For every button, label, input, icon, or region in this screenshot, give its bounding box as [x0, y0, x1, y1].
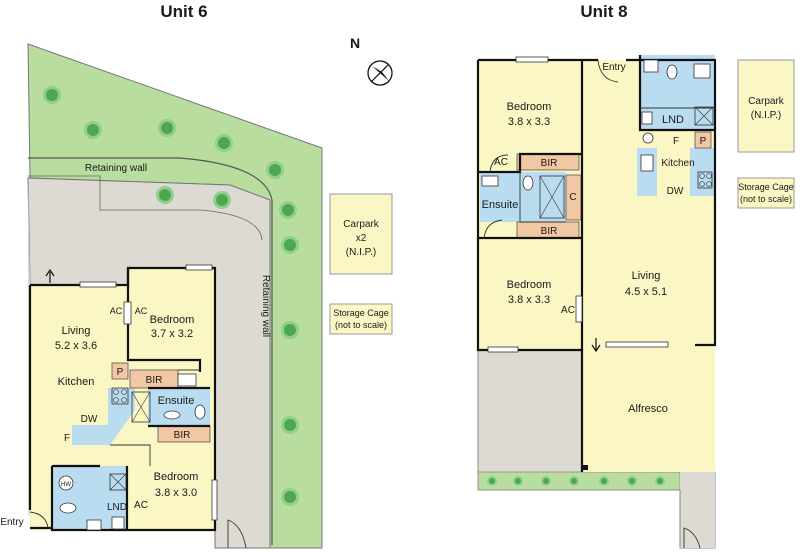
- tree-icon: [281, 488, 299, 506]
- unit6-ac3-label: AC: [134, 500, 148, 511]
- unit8-driveway: [680, 472, 715, 548]
- unit6-laundry-label: LND: [107, 502, 127, 513]
- unit6-fridge-label: F: [64, 433, 70, 444]
- unit8-alfresco: [582, 345, 715, 472]
- unit8-alfresco-label: Alfresco: [628, 403, 668, 415]
- tree-icon: [43, 86, 61, 104]
- unit8-laundry-label: LND: [662, 114, 684, 126]
- unit8-carpark: [737, 59, 795, 153]
- unit6-dw-label: DW: [81, 414, 98, 425]
- unit8-carpark-line1: Carpark: [748, 96, 785, 107]
- unit8-bedroom2-size: 3.8 x 3.3: [508, 294, 550, 306]
- unit6-storage-line2: (not to scale): [335, 320, 387, 330]
- unit6-storage-cage: [329, 303, 393, 335]
- unit8-storage-line2: (not to scale): [740, 194, 792, 204]
- compass-label: N: [350, 35, 360, 51]
- tree-icon: [266, 161, 284, 179]
- unit8-ac1-label: AC: [494, 157, 508, 168]
- tree-icon: [281, 236, 299, 254]
- unit8-plan: [476, 55, 717, 549]
- unit8-carpark-line2: (N.I.P.): [751, 110, 781, 121]
- unit6-pantry-label: P: [117, 367, 124, 378]
- unit6-living-size: 5.2 x 3.6: [55, 340, 97, 352]
- tree-icon: [156, 186, 174, 204]
- tree-icon: [279, 201, 297, 219]
- unit8-title: Unit 8: [580, 2, 627, 21]
- tree-icon: [281, 416, 299, 434]
- unit6-kitchen-bench: [72, 388, 135, 445]
- unit6-ensuite-label: Ensuite: [158, 395, 195, 407]
- unit8-interior: [478, 60, 715, 350]
- unit8-storage-line1: Storage Cage: [738, 182, 794, 192]
- unit6-carpark-line1: Carpark: [343, 219, 380, 230]
- unit6-entry-label: Entry: [0, 517, 23, 528]
- tree-icon: [215, 134, 233, 152]
- unit8-bedroom1-size: 3.8 x 3.3: [508, 116, 550, 128]
- unit8-fridge-label: F: [673, 136, 679, 147]
- tree-icon: [158, 119, 176, 137]
- unit8-living-label: Living: [632, 270, 661, 282]
- unit6-carpark-line2: x2: [356, 233, 367, 244]
- unit6-retaining-wall-side: Retaining wall: [260, 275, 271, 337]
- unit6-ac1-label: AC: [110, 306, 123, 316]
- unit6-ac2-label: AC: [135, 306, 148, 316]
- unit6-title: Unit 6: [160, 2, 207, 21]
- unit6-storage-line1: Storage Cage: [333, 308, 389, 318]
- unit6-bir1-label: BIR: [146, 375, 163, 386]
- unit6-pantry: [111, 362, 129, 380]
- tree-icon: [281, 321, 299, 339]
- unit8-ensuite-label: Ensuite: [482, 199, 519, 211]
- unit8-pantry: [694, 131, 712, 149]
- unit6-bedroom1-size: 3.7 x 3.2: [151, 328, 193, 340]
- unit8-entry-label: Entry: [602, 62, 625, 73]
- unit6-hw-label: HW: [61, 482, 71, 488]
- unit6-plan: [27, 43, 323, 549]
- unit6-bedroom2-label: Bedroom: [154, 471, 199, 483]
- unit8-cupboard-label: C: [569, 192, 576, 203]
- unit6-trees: [43, 86, 299, 506]
- unit6-bedroom1-label: Bedroom: [150, 314, 195, 326]
- unit8-bir2-label: BIR: [541, 226, 558, 237]
- unit8-shrubs: [487, 476, 665, 486]
- unit6-bedroom2-size: 3.8 x 3.0: [155, 487, 197, 499]
- unit8-kitchen-label: Kitchen: [661, 158, 694, 169]
- unit8-storage-cage: [737, 177, 795, 209]
- unit6-kitchen-label: Kitchen: [58, 376, 95, 388]
- unit6-living-label: Living: [62, 325, 91, 337]
- unit8-dw-label: DW: [667, 186, 684, 197]
- tree-icon: [84, 121, 102, 139]
- unit6-carpark: [329, 193, 393, 275]
- unit8-ac2-label: AC: [561, 305, 575, 316]
- compass-icon: [367, 60, 393, 86]
- unit8-bir1-label: BIR: [541, 158, 558, 169]
- unit8-bedroom2-label: Bedroom: [507, 279, 552, 291]
- retaining-wall-curve: [28, 157, 273, 545]
- unit8-bedroom1-label: Bedroom: [507, 101, 552, 113]
- unit6-retaining-wall-top: Retaining wall: [85, 163, 147, 174]
- tree-icon: [213, 191, 231, 209]
- unit8-pantry-label: P: [700, 136, 707, 147]
- unit8-living-size: 4.5 x 5.1: [625, 286, 667, 298]
- unit6-carpark-line3: (N.I.P.): [346, 247, 376, 258]
- unit6-bir2-label: BIR: [174, 430, 191, 441]
